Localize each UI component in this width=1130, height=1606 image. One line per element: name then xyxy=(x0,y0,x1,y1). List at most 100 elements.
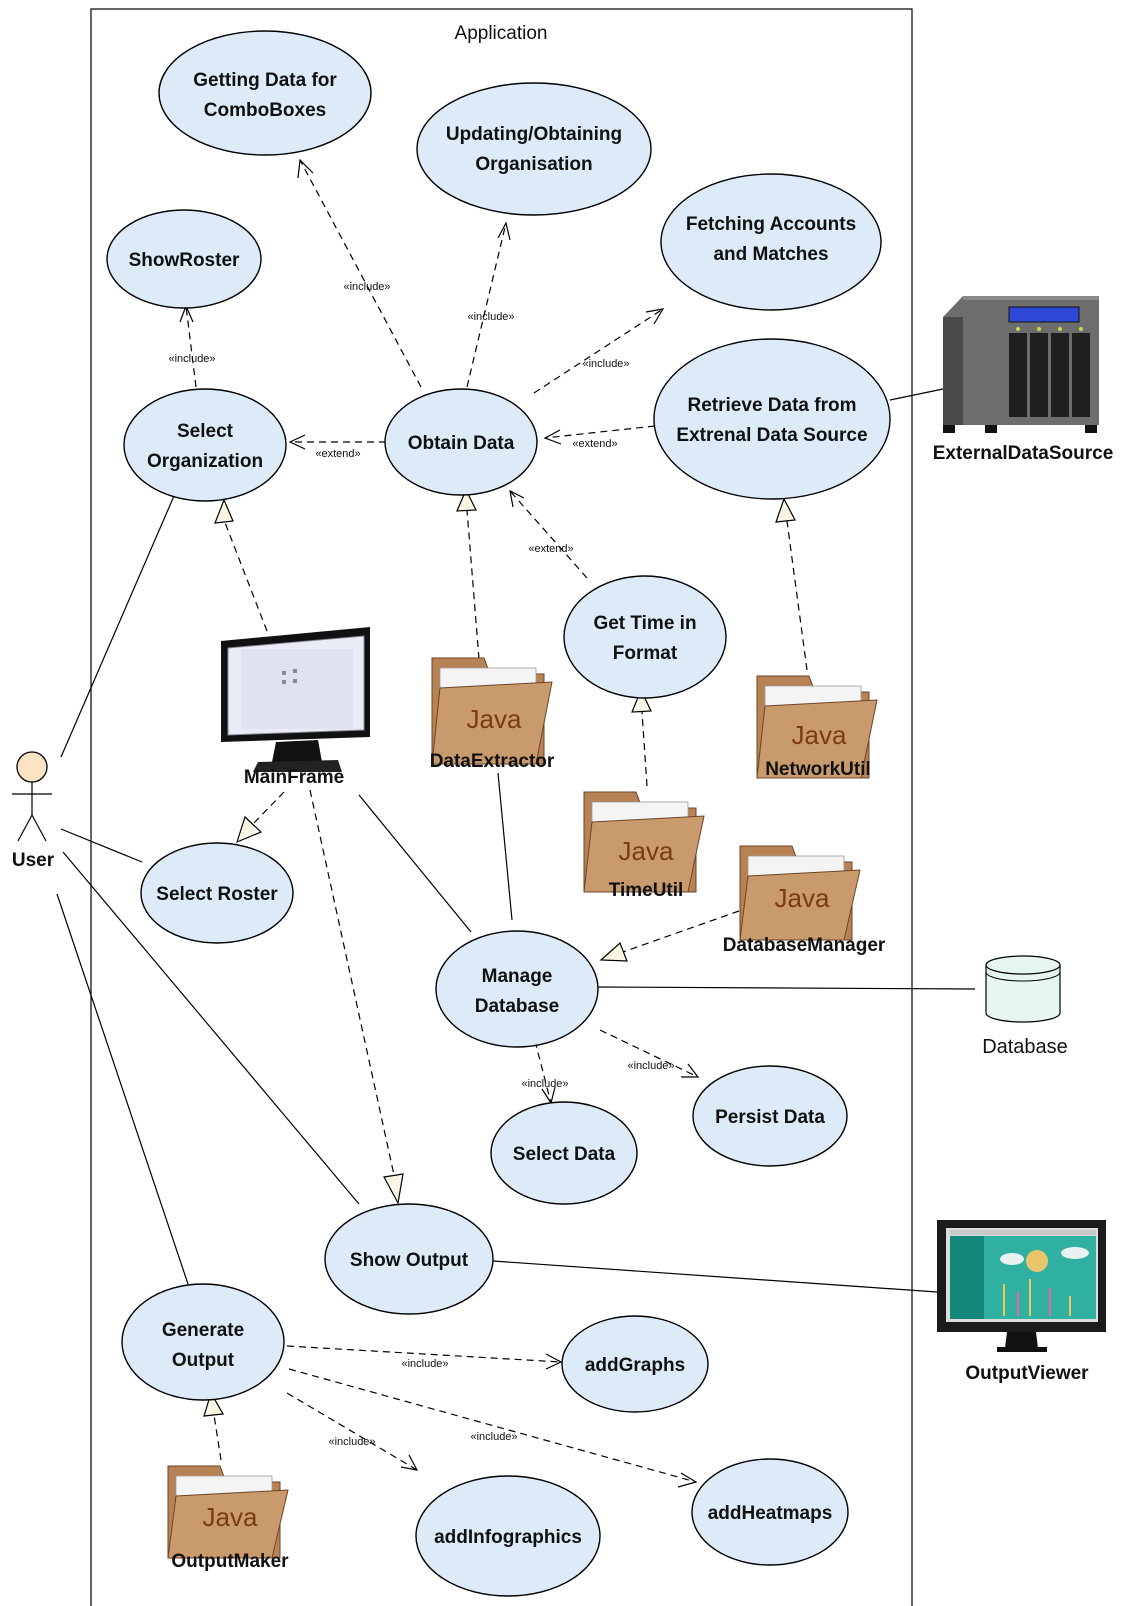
mainframe-component[interactable]: MainFrame xyxy=(221,627,370,788)
use-case-show-roster[interactable]: ShowRoster xyxy=(106,209,262,309)
use-case-add-infographics[interactable]: addInfographics xyxy=(415,1475,601,1597)
use-case-label: ShowRoster xyxy=(129,250,240,271)
java-label: Java xyxy=(203,1502,258,1532)
use-case-label: Updating/Obtaining xyxy=(446,124,622,145)
database[interactable]: Database xyxy=(982,955,1068,1058)
assoc-show-output-viewer xyxy=(492,1260,938,1293)
use-case-add-heatmaps[interactable]: addHeatmaps xyxy=(691,1458,849,1566)
java-label: Java xyxy=(775,883,830,913)
actor-user[interactable]: User xyxy=(12,751,55,871)
use-case-retrieve-data-from-external-source[interactable]: Retrieve Data from Extrenal Data Source xyxy=(653,338,891,500)
use-case-show-output[interactable]: Show Output xyxy=(324,1203,494,1315)
databasemanager-component[interactable]: Java DatabaseManager xyxy=(723,845,886,956)
stereo-include: «include» xyxy=(168,353,215,365)
stereo-include: «include» xyxy=(582,358,629,370)
component-label: TimeUtil xyxy=(609,880,684,901)
stereo-extend: «extend» xyxy=(572,438,617,450)
external-data-source[interactable]: ExternalDataSource xyxy=(933,296,1114,464)
use-case-select-organization[interactable]: Select Organization xyxy=(123,388,287,502)
component-label: MainFrame xyxy=(244,767,344,788)
use-case-getting-data-for-comboboxes[interactable]: Getting Data for ComboBoxes xyxy=(158,30,372,156)
stereo-include: «include» xyxy=(401,1358,448,1370)
stereo-include: «include» xyxy=(467,311,514,323)
use-case-label: Select Roster xyxy=(156,884,278,905)
use-case-label: ComboBoxes xyxy=(204,100,326,121)
external-label: OutputViewer xyxy=(965,1363,1089,1384)
use-case-get-time-in-format[interactable]: Get Time in Format xyxy=(563,575,727,699)
outputmaker-component[interactable]: Java OutputMaker xyxy=(167,1465,289,1572)
assoc-mainframe-manage-db xyxy=(358,794,472,933)
java-label: Java xyxy=(619,836,674,866)
networkutil-component[interactable]: Java NetworkUtil xyxy=(756,675,878,780)
use-case-label: addInfographics xyxy=(434,1527,582,1548)
use-case-updating-obtaining-organisation[interactable]: Updating/Obtaining Organisation xyxy=(416,82,652,216)
use-case-label: Organisation xyxy=(475,154,592,175)
system-boundary-label: Application xyxy=(455,23,548,44)
use-case-label: addHeatmaps xyxy=(708,1503,833,1524)
stereo-include: «include» xyxy=(627,1060,674,1072)
display-icon xyxy=(937,1220,1106,1352)
use-case-label: Get Time in xyxy=(593,613,696,634)
use-case-label: Show Output xyxy=(350,1250,469,1271)
system-boundary xyxy=(90,8,913,1606)
component-label: OutputMaker xyxy=(171,1551,289,1572)
assoc-user-select-org xyxy=(60,488,178,758)
component-label: DatabaseManager xyxy=(723,935,886,956)
stereo-include: «include» xyxy=(521,1078,568,1090)
use-case-label: Select xyxy=(177,421,234,442)
database-icon xyxy=(985,955,1061,1023)
external-label: ExternalDataSource xyxy=(933,443,1114,464)
use-case-label: and Matches xyxy=(713,244,828,265)
actor-label: User xyxy=(12,850,55,871)
java-folder-icon: Java xyxy=(431,657,553,765)
use-case-add-graphs[interactable]: addGraphs xyxy=(561,1315,709,1413)
output-viewer[interactable]: OutputViewer xyxy=(937,1220,1106,1384)
use-case-label: Select Data xyxy=(513,1144,616,1165)
component-label: DataExtractor xyxy=(430,751,555,772)
actor-head xyxy=(16,751,48,783)
external-label: Database xyxy=(982,1036,1068,1058)
server-icon xyxy=(943,296,1099,433)
use-case-select-roster[interactable]: Select Roster xyxy=(140,842,294,944)
use-case-label: Retrieve Data from xyxy=(688,395,857,416)
component-label: NetworkUtil xyxy=(765,759,871,780)
assoc-dataextractor-manage-db xyxy=(497,772,513,921)
use-case-label: Obtain Data xyxy=(408,433,515,454)
java-label: Java xyxy=(792,720,847,750)
java-folder-icon: Java xyxy=(583,791,705,893)
use-case-label: Persist Data xyxy=(715,1107,825,1128)
use-case-label: Database xyxy=(475,996,560,1017)
use-case-label: Output xyxy=(172,1350,235,1371)
use-case-persist-data[interactable]: Persist Data xyxy=(692,1065,848,1167)
java-label: Java xyxy=(467,704,522,734)
use-case-manage-database[interactable]: Manage Database xyxy=(435,930,599,1048)
use-case-label: Organization xyxy=(147,451,263,472)
assoc-user-select-roster xyxy=(60,828,143,863)
use-case-fetching-accounts-and-matches[interactable]: Fetching Accounts and Matches xyxy=(660,173,882,311)
use-case-label: Fetching Accounts xyxy=(686,214,856,235)
java-folder-icon: Java xyxy=(756,675,878,779)
java-folder-icon: Java xyxy=(167,1465,289,1559)
java-folder-icon: Java xyxy=(739,845,861,941)
assoc-manage-db-database xyxy=(596,986,976,990)
dataextractor-component[interactable]: Java DataExtractor xyxy=(430,657,555,772)
monitor-icon xyxy=(221,627,370,772)
connectors: «include» «include» «include» «include» … xyxy=(56,158,976,1488)
use-case-generate-output[interactable]: Generate Output xyxy=(121,1283,285,1401)
stereo-include: «include» xyxy=(470,1431,517,1443)
stereo-include: «include» xyxy=(328,1436,375,1448)
use-case-label: Extrenal Data Source xyxy=(676,425,867,446)
stereo-extend: «extend» xyxy=(315,448,360,460)
use-case-select-data[interactable]: Select Data xyxy=(490,1101,638,1205)
use-case-label: Generate xyxy=(162,1320,244,1341)
use-case-label: Format xyxy=(613,643,678,664)
stereo-include: «include» xyxy=(343,281,390,293)
stereo-extend: «extend» xyxy=(528,543,573,555)
assoc-user-show-output xyxy=(62,851,360,1205)
use-case-label: Getting Data for xyxy=(193,70,337,91)
use-case-obtain-data[interactable]: Obtain Data xyxy=(384,388,538,496)
timeutil-component[interactable]: Java TimeUtil xyxy=(583,791,705,901)
assoc-retrieve-external xyxy=(889,388,944,401)
assoc-user-generate-output xyxy=(56,893,189,1285)
